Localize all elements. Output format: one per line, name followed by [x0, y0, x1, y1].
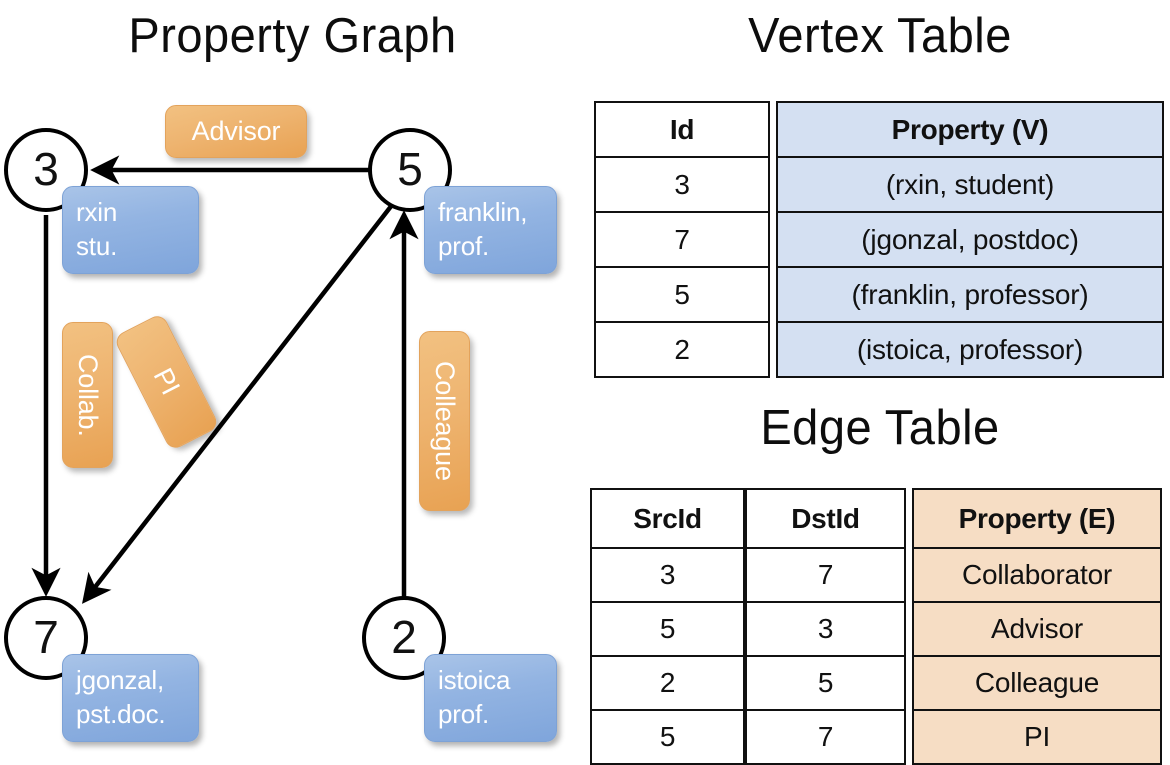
- node-property-line: prof.: [438, 698, 490, 729]
- table-row[interactable]: 5: [592, 601, 743, 655]
- vertex-table-id-column: Id 3 7 5 2: [594, 101, 770, 378]
- edge-table-srcid-column: SrcId 3 5 2 5: [590, 488, 745, 765]
- vertex-table-header-id: Id: [669, 113, 695, 145]
- table-row[interactable]: 3: [596, 156, 768, 211]
- edge-5-to-7: [82, 203, 394, 604]
- graph-node-5-label: 5: [397, 143, 423, 195]
- node-property-box-5: franklin, prof.: [424, 186, 557, 274]
- edge-table-property-column: Property (E) Collaborator Advisor Collea…: [912, 488, 1162, 765]
- edge-label-pi-text: PI: [147, 363, 187, 400]
- table-row[interactable]: Advisor: [914, 601, 1160, 655]
- graph-node-7-label: 7: [33, 611, 59, 663]
- graph-edges: [31, 155, 419, 604]
- table-row[interactable]: 3: [747, 601, 904, 655]
- table-row[interactable]: Collaborator: [914, 547, 1160, 601]
- vertex-table-property-column: Property (V) (rxin, student) (jgonzal, p…: [776, 101, 1164, 378]
- edge-label-advisor-text: Advisor: [191, 116, 281, 146]
- edge-label-colleague: Colleague: [419, 331, 470, 511]
- node-property-line: pst.doc.: [76, 698, 166, 729]
- vertex-table: Id 3 7 5 2 Property (V) (rxin, student) …: [594, 101, 1164, 378]
- table-row[interactable]: 2: [592, 655, 743, 709]
- vertex-table-title: Vertex Table: [748, 9, 1012, 63]
- table-row[interactable]: 3: [592, 547, 743, 601]
- table-row[interactable]: PI: [914, 709, 1160, 763]
- edge-table: SrcId 3 5 2 5 DstId 7 3 5 7 Property (E)…: [590, 488, 1162, 765]
- edge-label-colleague-text: Colleague: [430, 361, 460, 481]
- edge-label-collab: Collab.: [62, 322, 113, 468]
- table-row[interactable]: 5: [592, 709, 743, 763]
- graph-node-2-label: 2: [391, 611, 417, 663]
- table-row[interactable]: 5: [596, 266, 768, 321]
- edge-table-dstid-column: DstId 7 3 5 7: [745, 488, 906, 765]
- node-property-line: jgonzal,: [76, 665, 165, 695]
- graph-node-2[interactable]: 2: [362, 596, 446, 680]
- edge-table-header-dstid: DstId: [791, 502, 860, 534]
- graph-node-5[interactable]: 5: [368, 128, 452, 212]
- table-row[interactable]: (franklin, professor): [778, 266, 1162, 321]
- table-row[interactable]: Colleague: [914, 655, 1160, 709]
- edge-table-title: Edge Table: [760, 401, 1000, 455]
- table-row[interactable]: 2: [596, 321, 768, 376]
- table-row[interactable]: (jgonzal, postdoc): [778, 211, 1162, 266]
- node-property-line: istoica: [438, 665, 511, 695]
- table-row[interactable]: (istoica, professor): [778, 321, 1162, 376]
- node-property-line: franklin,: [438, 197, 528, 227]
- node-property-box-7: jgonzal, pst.doc.: [62, 654, 199, 742]
- edge-table-header-property: Property (E): [914, 490, 1160, 547]
- table-row[interactable]: 5: [747, 655, 904, 709]
- table-row[interactable]: 7: [747, 547, 904, 601]
- node-property-box-2: istoica prof.: [424, 654, 557, 742]
- edge-label-advisor: Advisor: [165, 105, 307, 158]
- node-property-box-3: rxin stu.: [62, 186, 199, 274]
- edge-label-collab-text: Collab.: [73, 353, 103, 437]
- table-row[interactable]: 7: [747, 709, 904, 763]
- table-row[interactable]: (rxin, student): [778, 156, 1162, 211]
- node-property-line: stu.: [76, 230, 118, 261]
- table-row[interactable]: 7: [596, 211, 768, 266]
- property-graph-panel: Property Graph 3 5 7 2 rxin stu. frankli…: [0, 0, 585, 760]
- graph-node-3-label: 3: [33, 143, 59, 195]
- node-property-line: rxin: [76, 197, 118, 227]
- vertex-table-header-property: Property (V): [778, 103, 1162, 156]
- edge-table-header-srcid: SrcId: [633, 502, 702, 534]
- page-title-property-graph: Property Graph: [128, 9, 457, 63]
- node-property-line: prof.: [438, 230, 490, 261]
